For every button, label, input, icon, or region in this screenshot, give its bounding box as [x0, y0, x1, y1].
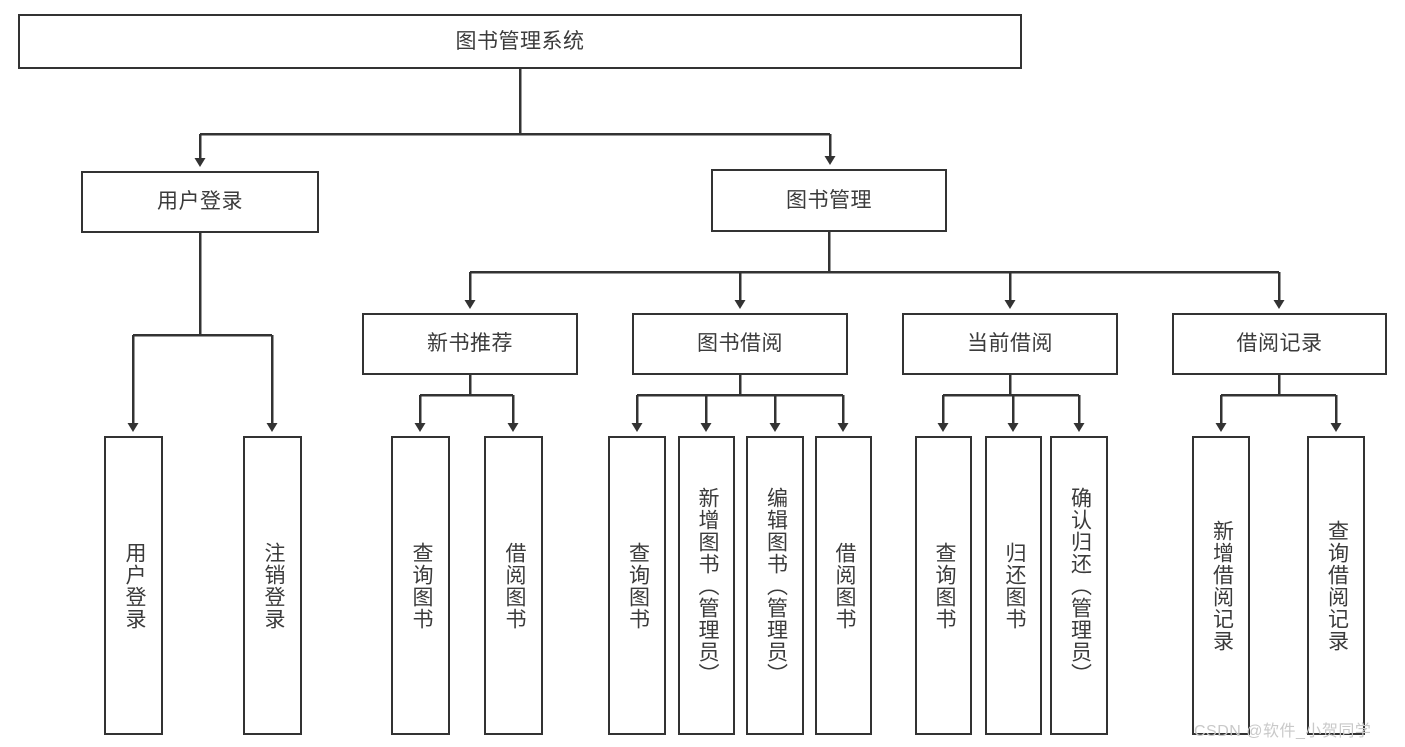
csdn-watermark: CSDN @软件_小贺同学: [1194, 723, 1372, 740]
node-leaf-query-book-1-label: 查询图书: [409, 541, 433, 630]
node-leaf-add-record-label: 新增借阅记录: [1210, 519, 1234, 652]
node-leaf-logout-label: 注销登录: [261, 541, 285, 630]
node-leaf-borrow-book-1-label: 借阅图书: [502, 541, 526, 630]
node-leaf-borrow-book-2[interactable]: 借阅图书: [815, 436, 872, 735]
node-leaf-add-book[interactable]: 新增图书（管理员）: [678, 436, 735, 735]
node-leaf-query-book-3[interactable]: 查询图书: [915, 436, 972, 735]
node-leaf-confirm-return[interactable]: 确认归还（管理员）: [1050, 436, 1108, 735]
node-leaf-confirm-return-label: 确认归还（管理员）: [1068, 486, 1092, 685]
node-leaf-query-record-label: 查询借阅记录: [1325, 519, 1349, 652]
node-leaf-edit-book[interactable]: 编辑图书（管理员）: [746, 436, 804, 735]
node-leaf-query-record[interactable]: 查询借阅记录: [1307, 436, 1365, 735]
node-new-book-recommend-label: 新书推荐: [427, 332, 513, 356]
node-current-borrow-label: 当前借阅: [967, 332, 1053, 356]
node-root[interactable]: 图书管理系统: [18, 14, 1022, 69]
node-leaf-query-book-1[interactable]: 查询图书: [391, 436, 450, 735]
node-book-borrow[interactable]: 图书借阅: [632, 313, 848, 375]
node-leaf-logout[interactable]: 注销登录: [243, 436, 302, 735]
node-book-manage-label: 图书管理: [786, 188, 872, 212]
node-leaf-borrow-book-2-label: 借阅图书: [832, 541, 856, 630]
node-borrow-record[interactable]: 借阅记录: [1172, 313, 1387, 375]
node-leaf-return-book[interactable]: 归还图书: [985, 436, 1042, 735]
node-leaf-add-record[interactable]: 新增借阅记录: [1192, 436, 1250, 735]
node-book-manage[interactable]: 图书管理: [711, 169, 947, 232]
node-new-book-recommend[interactable]: 新书推荐: [362, 313, 578, 375]
node-leaf-edit-book-label: 编辑图书（管理员）: [764, 486, 788, 685]
node-borrow-record-label: 借阅记录: [1236, 332, 1323, 356]
node-user-login[interactable]: 用户登录: [81, 171, 319, 233]
node-leaf-user-login[interactable]: 用户登录: [104, 436, 163, 735]
node-leaf-return-book-label: 归还图书: [1002, 541, 1026, 630]
node-leaf-query-book-2-label: 查询图书: [626, 541, 650, 630]
node-leaf-user-login-label: 用户登录: [122, 541, 146, 630]
node-leaf-query-book-3-label: 查询图书: [932, 541, 956, 630]
node-leaf-query-book-2[interactable]: 查询图书: [608, 436, 666, 735]
node-current-borrow[interactable]: 当前借阅: [902, 313, 1118, 375]
node-leaf-add-book-label: 新增图书（管理员）: [695, 486, 719, 685]
node-user-login-label: 用户登录: [157, 190, 243, 214]
node-root-label: 图书管理系统: [455, 29, 585, 53]
node-leaf-borrow-book-1[interactable]: 借阅图书: [484, 436, 543, 735]
node-book-borrow-label: 图书借阅: [697, 332, 783, 356]
